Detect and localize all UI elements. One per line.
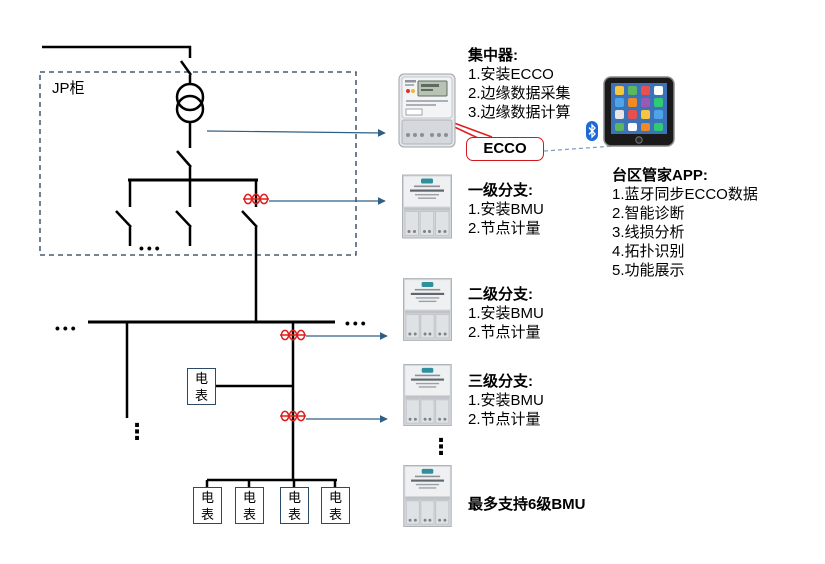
branch-level-3-description: 三级分支: 1.安装BMU 2.节点计量 [468,372,544,429]
ecco-module-box: ECCO [466,137,544,161]
end-meter-box: 电表 [321,487,350,524]
transformer-primary-winding [175,82,205,112]
current-sensor-level-1 [243,193,269,205]
branch-feature: 1.安装BMU [468,201,544,218]
outgoing-branch-3 [241,180,258,322]
meter-label: 电表 [242,490,256,522]
branch-feature: 2.节点计量 [468,324,541,341]
branch-title: 三级分支: [468,373,533,390]
branch-feature: 2.节点计量 [468,411,541,428]
current-sensor-level-3 [280,410,306,422]
bmu-limit-text: 最多支持6级BMU [468,496,586,513]
end-meter-box: 电表 [235,487,264,524]
meter-label: 电表 [194,371,208,403]
bus-left-continuation-marker: ••• [55,320,79,336]
bus-right-continuation-marker: ••• [345,315,369,331]
bmu-device-icon-additional [403,465,452,527]
outgoing-branch-2 [175,180,192,246]
main-switch-blade [176,150,192,168]
meter-drop-lines [205,480,337,487]
bmu-device-icon-level-1 [402,174,452,239]
ecco-label: ECCO [483,140,527,157]
app-link-dashed-line [543,145,615,152]
app-feature: 2.智能诊断 [612,205,685,222]
branch-switch [115,210,132,228]
meter-label: 电表 [287,490,301,522]
bmu-device-icon-level-2 [403,278,452,341]
app-title: 台区管家APP: [612,167,708,184]
more-branches-marker: ••• [139,240,163,256]
concentrator-description: 集中器: 1.安装ECCO 2.边缘数据采集 3.边缘数据计算 [468,46,571,122]
branch-switch [175,210,192,228]
branch-meter-box: 电表 [187,368,216,405]
app-feature: 5.功能展示 [612,262,685,279]
branch-feature: 1.安装BMU [468,392,544,409]
jp-cabinet-label: JP柜 [52,80,85,97]
incoming-line [42,45,192,58]
transformer [175,82,205,124]
outgoing-branch-1 [115,180,132,246]
incoming-disconnector [179,60,193,76]
branch-feature: 2.节点计量 [468,220,541,237]
current-sensor-level-2 [280,329,306,341]
concentrator-title: 集中器: [468,47,518,64]
tablet-icon [603,76,675,147]
app-feature: 3.线损分析 [612,224,685,241]
main-switch [176,122,192,180]
concentrator-feature: 1.安装ECCO [468,66,554,83]
app-feature: 4.拓扑识别 [612,243,685,260]
bluetooth-icon [586,121,598,141]
concentrator-feature: 3.边缘数据计算 [468,104,571,121]
branch-feature: 1.安装BMU [468,305,544,322]
bmu-limit-note: 最多支持6级BMU [468,495,586,514]
end-meter-box: 电表 [280,487,309,524]
branch-level-2-description: 二级分支: 1.安装BMU 2.节点计量 [468,285,544,342]
feeder-continuation-marker: ⋮ [126,420,148,445]
meter-label: 电表 [328,490,342,522]
end-meter-box: 电表 [193,487,222,524]
signal-arrow-concentrator [206,128,386,137]
concentrator-device-icon [398,73,456,148]
concentrator-feature: 2.边缘数据采集 [468,85,571,102]
meter-label: 电表 [200,490,214,522]
branch-switch [241,210,258,228]
bmu-device-icon-level-3 [403,364,452,426]
app-feature: 1.蓝牙同步ECCO数据 [612,186,758,203]
app-description: 台区管家APP: 1.蓝牙同步ECCO数据 2.智能诊断 3.线损分析 4.拓扑… [612,166,758,280]
branch-level-1-description: 一级分支: 1.安装BMU 2.节点计量 [468,181,544,238]
jp-cabinet-outline [39,71,357,256]
more-bmu-marker: ⋮ [430,435,452,460]
branch-title: 二级分支: [468,286,533,303]
incoming-feeder [42,45,193,84]
branch-title: 一级分支: [468,182,533,199]
